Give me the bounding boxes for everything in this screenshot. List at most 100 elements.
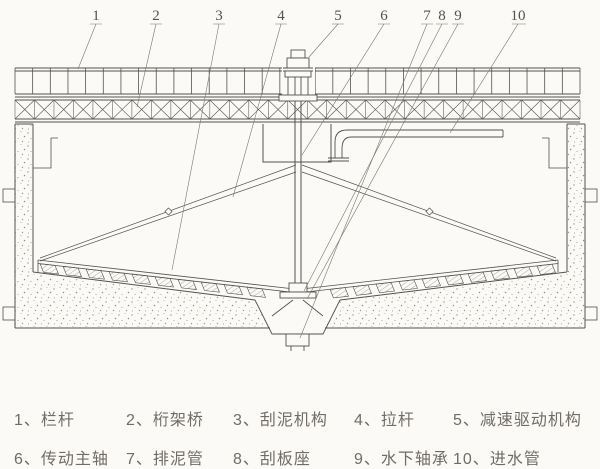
floor-slab-left-fill bbox=[33, 274, 271, 328]
legend-item-label: 减速驱动机构 bbox=[479, 412, 582, 429]
drawing-line bbox=[287, 99, 308, 120]
drive-mechanism bbox=[278, 49, 318, 102]
scraper-blades-left bbox=[39, 263, 266, 298]
motor bbox=[290, 49, 306, 59]
legend-item-number: 10 bbox=[453, 451, 473, 468]
truss-web bbox=[14, 99, 581, 120]
tank-structure bbox=[2, 123, 598, 329]
legend-item-label: 刮板座 bbox=[259, 451, 311, 468]
legend-item-7: 7、排泥管 bbox=[126, 445, 233, 469]
leader-line-10 bbox=[449, 23, 526, 134]
inlet-pipe bbox=[328, 129, 504, 162]
scraper-blade bbox=[467, 271, 487, 283]
drawing-line bbox=[443, 99, 464, 120]
scraper-blade bbox=[131, 273, 151, 285]
drawing-line bbox=[14, 99, 35, 120]
scraper-seat-plate bbox=[279, 291, 317, 299]
scraper-blade bbox=[329, 287, 349, 299]
drawing-line bbox=[34, 99, 55, 120]
legend-item-label: 排泥管 bbox=[152, 451, 204, 468]
scraper-blade bbox=[398, 279, 418, 291]
drawing-line bbox=[482, 99, 503, 120]
callout-8: 8 bbox=[438, 8, 446, 24]
scraper-blade bbox=[177, 278, 197, 290]
drive-column bbox=[287, 77, 309, 95]
drawing-line bbox=[92, 99, 113, 120]
drawing-line bbox=[248, 99, 269, 120]
legend-separator: 、 bbox=[242, 412, 260, 429]
wall-bracket bbox=[584, 306, 598, 321]
truss-bridge bbox=[14, 96, 581, 123]
drawing-line bbox=[53, 99, 74, 120]
leader-line-4 bbox=[232, 23, 287, 198]
drawing-line bbox=[73, 99, 94, 120]
scraper-blade bbox=[62, 265, 82, 277]
drawing-line bbox=[540, 99, 561, 120]
rod-fitting bbox=[164, 207, 173, 216]
callout-5: 5 bbox=[334, 8, 342, 24]
legend-item-number: 8 bbox=[233, 451, 243, 468]
legend-item-label: 栏杆 bbox=[40, 412, 75, 429]
drawing-line bbox=[268, 99, 288, 120]
scraper-blade bbox=[513, 266, 533, 278]
legend-separator: 、 bbox=[23, 412, 41, 429]
scraper-blade bbox=[200, 281, 220, 293]
legend-item-number: 2 bbox=[126, 412, 136, 429]
rod-fitting bbox=[425, 207, 434, 216]
legend-item-number: 4 bbox=[354, 412, 364, 429]
concrete-texture bbox=[15, 124, 585, 328]
legend-item-2: 2、桁架桥 bbox=[126, 406, 233, 430]
scraper-blade bbox=[421, 276, 441, 288]
scraper-blade bbox=[375, 282, 395, 294]
leader-line-7 bbox=[299, 23, 433, 339]
drawing-line bbox=[365, 99, 386, 120]
drawing-line bbox=[326, 99, 347, 120]
legend-item-8: 8、刮板座 bbox=[233, 445, 354, 469]
main-shaft bbox=[294, 101, 302, 284]
legend-item-number: 6 bbox=[14, 451, 24, 468]
inlet-pipe-bottom bbox=[341, 136, 503, 158]
right-wall-fill bbox=[567, 124, 585, 328]
tank-left-wall bbox=[14, 123, 34, 328]
drawing-line bbox=[462, 99, 483, 120]
legend-item-number: 3 bbox=[233, 412, 243, 429]
scraper-blade bbox=[223, 284, 243, 296]
leader-line-2 bbox=[136, 23, 162, 108]
clarifier-sectional-drawing: 1 2 3 4 5 6 7 8 9 10 bbox=[2, 8, 598, 351]
callout-leaders bbox=[77, 23, 526, 339]
leader-line-8 bbox=[303, 23, 448, 292]
floor-slab-right-fill bbox=[324, 274, 567, 328]
drawing-line bbox=[112, 99, 133, 120]
callout-3: 3 bbox=[215, 8, 223, 24]
hopper-support bbox=[271, 299, 324, 317]
scraper-blade bbox=[490, 269, 510, 281]
legend-item-number: 5 bbox=[453, 412, 463, 429]
legend-separator: 、 bbox=[363, 412, 381, 429]
callout-1: 1 bbox=[92, 8, 100, 24]
legend-item-label: 进水管 bbox=[489, 451, 541, 468]
scraper-blades-right bbox=[329, 263, 556, 299]
drawing-line bbox=[209, 99, 230, 120]
leader-line-9 bbox=[306, 23, 464, 300]
legend-item-5: 5、减速驱动机构 bbox=[453, 406, 600, 430]
legend-item-number: 7 bbox=[126, 451, 136, 468]
leader-line-5 bbox=[308, 23, 344, 58]
tie-rod-lines bbox=[39, 164, 557, 262]
callout-9: 9 bbox=[454, 8, 462, 24]
scraper-blade bbox=[536, 263, 556, 275]
inlet-pipe-ends bbox=[328, 130, 504, 162]
legend-separator: 、 bbox=[363, 451, 381, 468]
legend-item-6: 6、传动主轴 bbox=[14, 445, 126, 469]
callout-10: 10 bbox=[511, 8, 526, 24]
drawing-line bbox=[521, 99, 542, 120]
legend-item-3: 3、刮泥机构 bbox=[233, 406, 354, 430]
scraper-blade bbox=[352, 284, 372, 296]
callout-numbers: 1 2 3 4 5 6 7 8 9 10 bbox=[92, 8, 525, 24]
motor-body bbox=[286, 57, 310, 69]
legend-separator: 、 bbox=[242, 451, 260, 468]
leader-line-6 bbox=[301, 23, 390, 156]
legend-item-label: 刮泥机构 bbox=[259, 412, 328, 429]
callout-7: 7 bbox=[423, 8, 431, 24]
legend-item-label: 传动主轴 bbox=[40, 451, 109, 468]
